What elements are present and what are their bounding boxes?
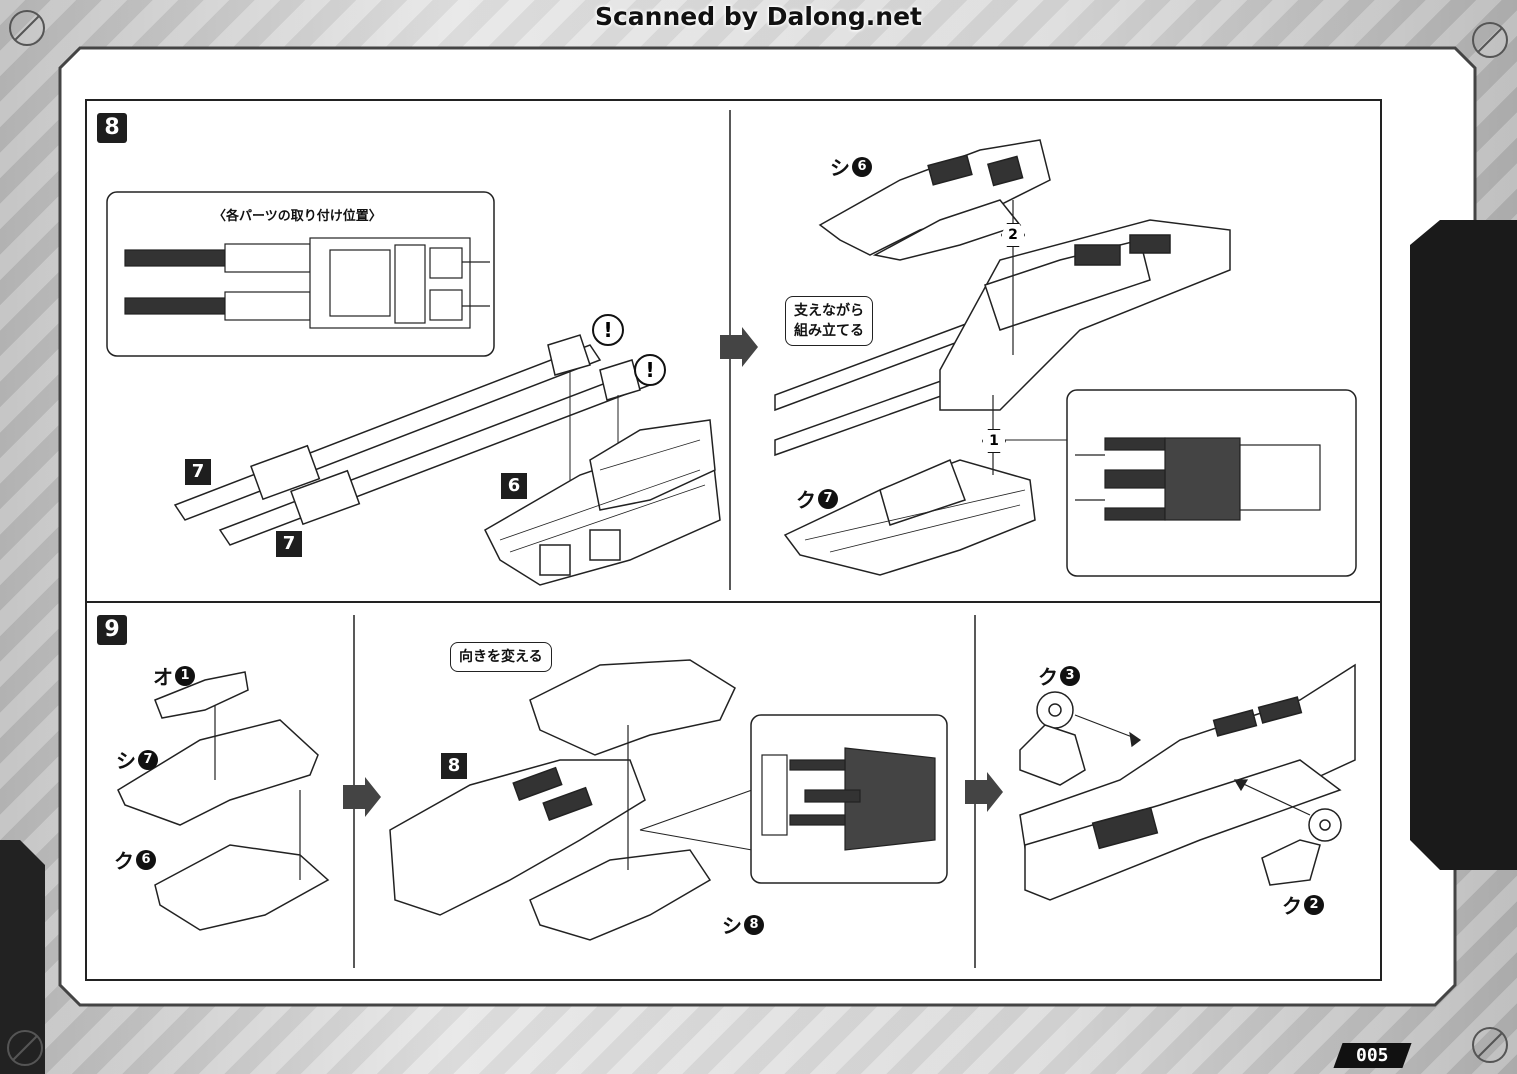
inset-title-part-positions: 〈各パーツの取り付け位置〉 xyxy=(213,209,382,224)
callout-shi7: シ 7 xyxy=(116,745,158,774)
callout-ku2: ク 2 xyxy=(1282,890,1324,919)
callout-shi6-num: 6 xyxy=(852,156,872,177)
callout-shi8: シ 8 xyxy=(722,910,764,939)
callout-ku6-num: 6 xyxy=(136,849,156,870)
callout-shi8-letter: シ xyxy=(722,914,742,938)
part-6-label: 6 xyxy=(501,473,527,499)
callout-ku7-num: 7 xyxy=(818,488,838,509)
callout-ku6-letter: ク xyxy=(114,849,134,873)
note-support-line1: 支えながら xyxy=(794,303,864,319)
callout-ku3-num: 3 xyxy=(1060,665,1080,686)
step-9-number: 9 xyxy=(97,615,127,645)
part-7-label-a: 7 xyxy=(185,459,211,485)
note-support-line2: 組み立てる xyxy=(794,323,864,339)
scan-credit: Scanned by Dalong.net xyxy=(594,2,922,31)
callout-ku7-letter: ク xyxy=(796,488,816,512)
callout-ku2-letter: ク xyxy=(1282,894,1302,918)
callout-ku7: ク 7 xyxy=(796,484,838,513)
callout-shi8-num: 8 xyxy=(744,914,764,935)
page-number: 005 xyxy=(1333,1043,1412,1068)
callout-o1-num: 1 xyxy=(175,665,195,686)
note-change-orientation: 向きを変える xyxy=(450,642,552,672)
callout-o1-letter: オ xyxy=(153,665,173,689)
note-support-while-assembling: 支えながら 組み立てる xyxy=(785,296,873,346)
page-number-text: 005 xyxy=(1356,1045,1389,1066)
part-8-label: 8 xyxy=(441,753,467,779)
callout-ku3-letter: ク xyxy=(1038,665,1058,689)
callout-shi6: シ 6 xyxy=(830,152,872,181)
callout-shi7-letter: シ xyxy=(116,749,136,773)
callout-o1: オ 1 xyxy=(153,661,195,690)
callout-shi7-num: 7 xyxy=(138,749,158,770)
order-marker-2: 2 xyxy=(1001,223,1025,247)
callout-ku2-num: 2 xyxy=(1304,894,1324,915)
part-7-label-b: 7 xyxy=(276,531,302,557)
warning-mark-2: ! xyxy=(634,354,666,386)
warning-mark-1: ! xyxy=(592,314,624,346)
callout-ku6: ク 6 xyxy=(114,845,156,874)
step-8-number: 8 xyxy=(97,113,127,143)
order-marker-1: 1 xyxy=(982,429,1006,453)
callout-ku3: ク 3 xyxy=(1038,661,1080,690)
callout-shi6-letter: シ xyxy=(830,156,850,180)
